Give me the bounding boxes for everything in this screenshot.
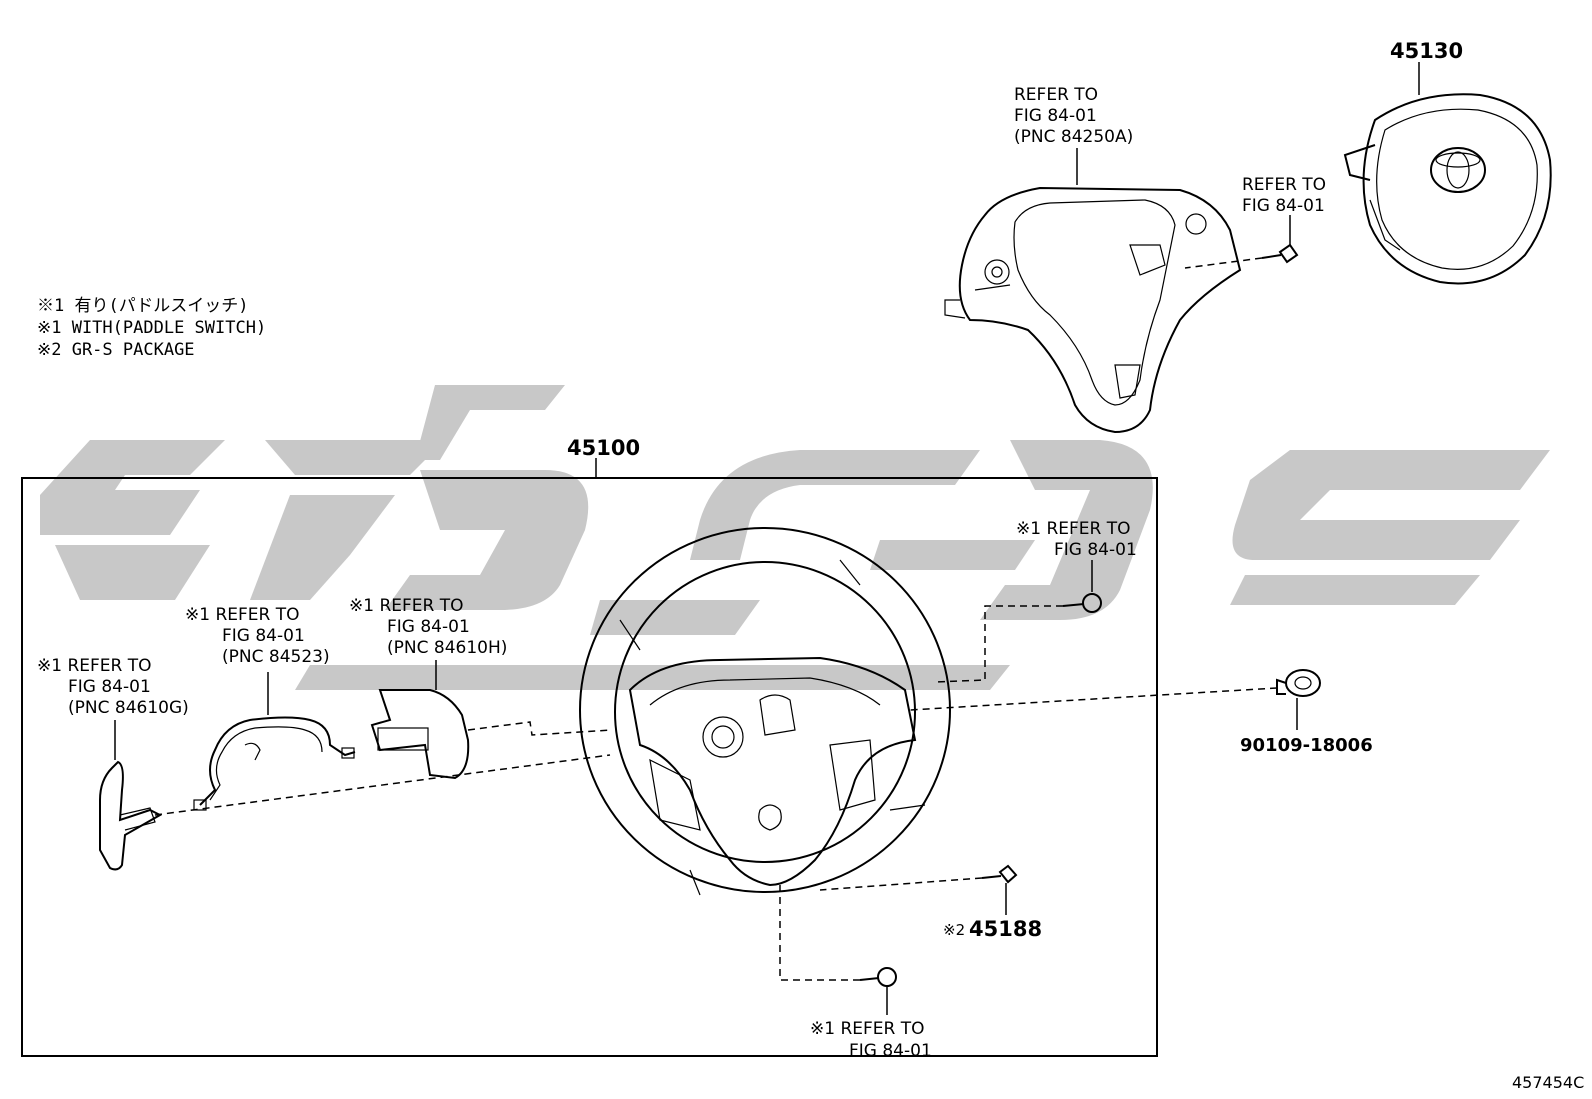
svg-text:REFER TO: REFER TO xyxy=(1242,175,1326,195)
svg-text:FIG 84-01: FIG 84-01 xyxy=(68,677,151,697)
svg-text:FIG 84-01: FIG 84-01 xyxy=(222,626,305,646)
svg-text:(PNC 84523): (PNC 84523) xyxy=(222,647,330,667)
note-line-1: ※1 有り(パドルスイッチ) xyxy=(37,296,248,316)
screw-note-mark: ※2 xyxy=(943,921,965,939)
toyota-emblem-icon xyxy=(1430,147,1486,193)
paddle-switch-left[interactable] xyxy=(99,760,163,871)
part-number-90109-18006[interactable]: 90109-18006 xyxy=(1240,735,1373,756)
airbag-module[interactable] xyxy=(1343,93,1552,285)
part-number-45130[interactable]: 45130 xyxy=(1390,39,1463,63)
callout-bottom-screw: ※1 REFER TO FIG 84-01 xyxy=(810,1019,932,1061)
svg-text:(PNC 84610H): (PNC 84610H) xyxy=(387,638,507,658)
part-number-45100[interactable]: 45100 xyxy=(567,436,640,460)
svg-text:FIG 84-01: FIG 84-01 xyxy=(387,617,470,637)
svg-text:※1 REFER TO: ※1 REFER TO xyxy=(37,656,152,676)
svg-text:※1 REFER TO: ※1 REFER TO xyxy=(810,1019,925,1039)
top-screw[interactable] xyxy=(1062,593,1102,613)
callout-airbag-bolt: REFER TO FIG 84-01 xyxy=(1242,175,1326,216)
screw-45188[interactable] xyxy=(981,864,1018,884)
callout-paddle-right: ※1 REFER TO FIG 84-01 (PNC 84610H) xyxy=(349,596,507,658)
svg-text:(PNC 84250A): (PNC 84250A) xyxy=(1014,127,1133,147)
bottom-screw[interactable] xyxy=(859,967,897,987)
steering-wheel[interactable] xyxy=(579,527,951,896)
svg-text:FIG 84-01: FIG 84-01 xyxy=(849,1041,932,1061)
svg-text:※1 REFER TO: ※1 REFER TO xyxy=(349,596,464,616)
airbag-bolt[interactable] xyxy=(1261,243,1299,264)
assembly-frame xyxy=(21,477,1158,1057)
notes-legend: ※1 有り(パドルスイッチ) ※1 WITH(PADDLE SWITCH) ※2… xyxy=(37,296,266,360)
note-line-2: ※1 WITH(PADDLE SWITCH) xyxy=(37,318,266,338)
svg-text:※1 REFER TO: ※1 REFER TO xyxy=(1016,519,1131,539)
callout-top-screw: ※1 REFER TO FIG 84-01 xyxy=(1016,519,1137,560)
svg-text:FIG 84-01: FIG 84-01 xyxy=(1014,106,1097,126)
part-number-45188[interactable]: 45188 xyxy=(969,917,1042,941)
illustration-id: 457454C xyxy=(1512,1073,1584,1092)
callout-wire: ※1 REFER TO FIG 84-01 (PNC 84523) xyxy=(185,605,330,667)
svg-text:FIG 84-01: FIG 84-01 xyxy=(1054,540,1137,560)
svg-text:REFER TO: REFER TO xyxy=(1014,85,1098,105)
svg-text:FIG 84-01: FIG 84-01 xyxy=(1242,196,1325,216)
steering-pad[interactable] xyxy=(944,186,1242,434)
svg-text:※1 REFER TO: ※1 REFER TO xyxy=(185,605,300,625)
bolt-90109-18006[interactable] xyxy=(1276,669,1321,697)
svg-text:(PNC 84610G): (PNC 84610G) xyxy=(68,698,189,718)
callout-pad: REFER TO FIG 84-01 (PNC 84250A) xyxy=(1014,85,1133,147)
wire-harness[interactable] xyxy=(193,716,356,811)
note-line-3: ※2 GR-S PACKAGE xyxy=(37,340,195,360)
callout-paddle-left: ※1 REFER TO FIG 84-01 (PNC 84610G) xyxy=(37,656,189,718)
paddle-switch-right[interactable] xyxy=(370,689,470,780)
